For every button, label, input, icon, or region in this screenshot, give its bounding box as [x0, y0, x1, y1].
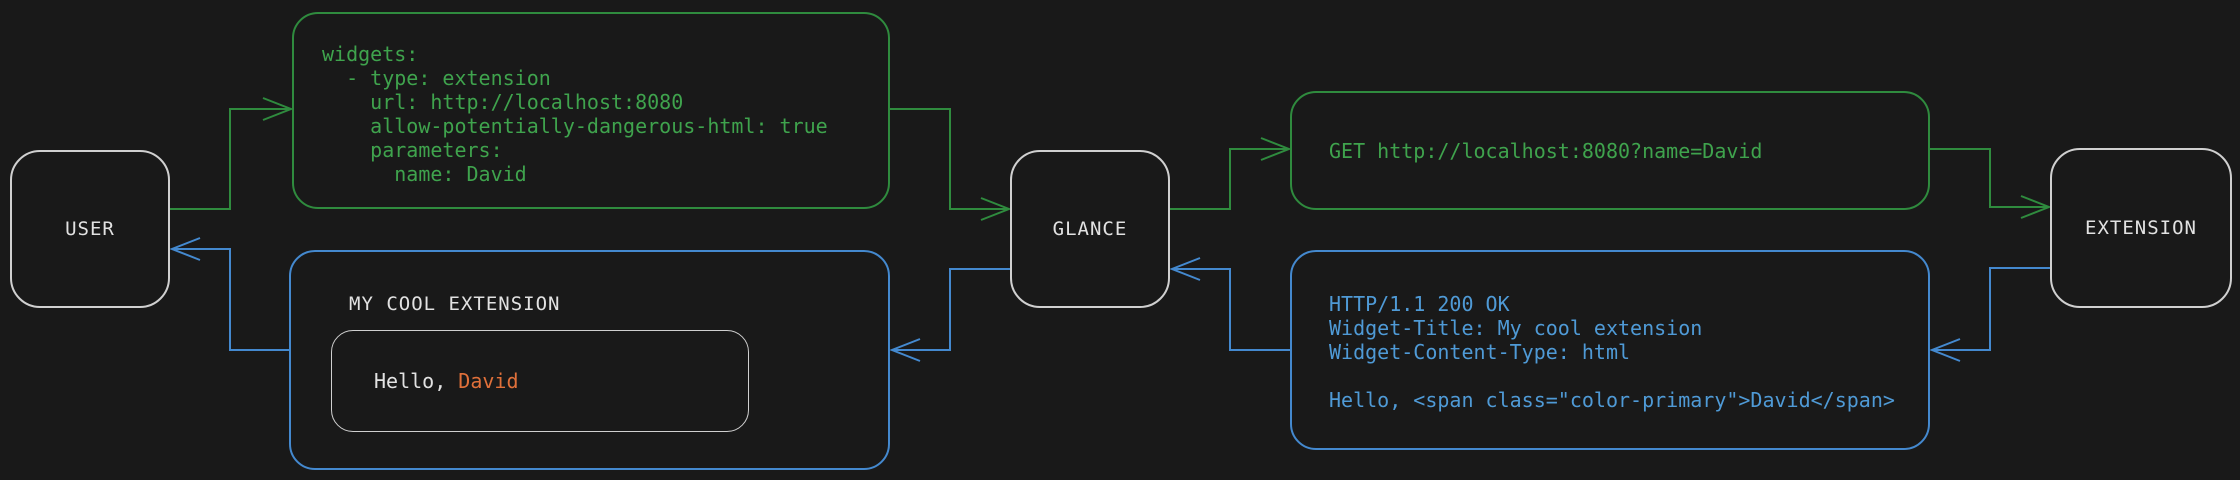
widget-preview-title: MY COOL EXTENSION — [349, 293, 561, 315]
config-yaml-box: widgets: - type: extension url: http://l… — [292, 12, 890, 209]
response-line — [1329, 364, 1908, 388]
config-line: name: David — [322, 162, 527, 186]
arrow-glance-to-widget — [892, 268, 1010, 351]
response-line: Widget-Content-Type: html — [1329, 340, 1631, 364]
arrowhead-config-to-glance — [980, 197, 1012, 221]
arrowhead-widget-to-user — [169, 237, 201, 261]
arrow-widget-to-user — [172, 248, 289, 351]
node-user-label: USER — [65, 218, 115, 240]
request-line: GET http://localhost:8080?name=David — [1329, 138, 1763, 163]
arrow-user-to-config — [170, 108, 291, 210]
config-line: - type: extension — [322, 66, 551, 90]
http-request-box: GET http://localhost:8080?name=David — [1290, 91, 1930, 210]
arrowhead-extension-to-response — [1929, 338, 1961, 362]
node-glance: GLANCE — [1010, 150, 1170, 308]
widget-greeting-box: Hello, David — [331, 330, 749, 432]
greeting-name: David — [458, 369, 519, 393]
arrowhead-response-to-glance — [1169, 257, 1201, 281]
config-line: allow-potentially-dangerous-html: true — [322, 114, 828, 138]
arrow-response-to-glance — [1172, 268, 1290, 351]
config-line: url: http://localhost:8080 — [322, 90, 684, 114]
arrow-config-to-glance — [890, 108, 1009, 210]
node-extension: EXTENSION — [2050, 148, 2232, 308]
greeting-prefix: Hello, — [374, 369, 459, 393]
arrowhead-glance-to-widget — [889, 338, 921, 362]
response-line: Hello, <span class="color-primary">David… — [1329, 388, 1895, 412]
http-response-box: HTTP/1.1 200 OK Widget-Title: My cool ex… — [1290, 250, 1930, 450]
arrow-extension-to-response — [1932, 267, 2050, 351]
config-line: widgets: — [322, 42, 419, 66]
arrow-glance-to-request — [1170, 148, 1289, 210]
arrow-request-to-extension — [1930, 148, 2049, 208]
node-glance-label: GLANCE — [1052, 218, 1128, 240]
widget-preview-box: MY COOL EXTENSION Hello, David — [289, 250, 890, 470]
response-line: Widget-Title: My cool extension — [1329, 316, 1703, 340]
arrowhead-glance-to-request — [1260, 137, 1292, 161]
node-extension-label: EXTENSION — [2085, 217, 2197, 239]
config-line: parameters: — [322, 138, 503, 162]
arrowhead-request-to-extension — [2020, 195, 2052, 219]
arrowhead-user-to-config — [262, 97, 294, 121]
node-user: USER — [10, 150, 170, 308]
response-line: HTTP/1.1 200 OK — [1329, 292, 1510, 316]
